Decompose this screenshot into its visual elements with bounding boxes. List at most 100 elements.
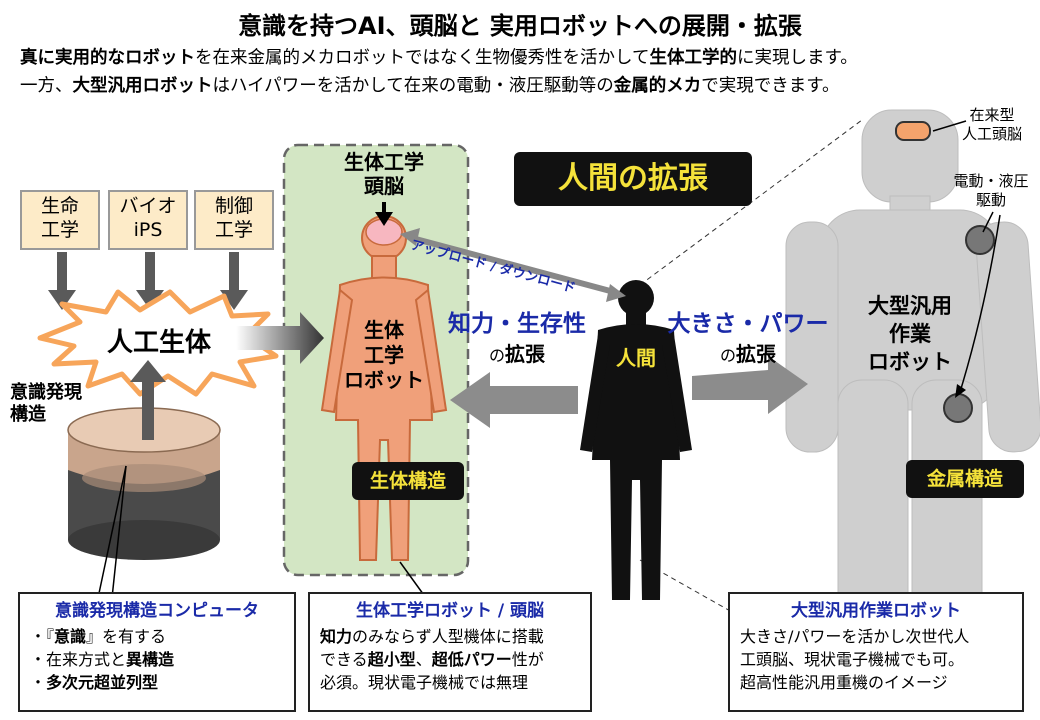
pointer-line	[97, 465, 127, 599]
label-line: 大きさ・パワー	[667, 311, 829, 337]
source-box-control-eng: 制御 工学	[194, 190, 274, 250]
drive-pointer-line	[959, 214, 1001, 393]
arrowhead-icon	[375, 212, 393, 226]
source-line: 工学	[214, 219, 253, 241]
intro-seg: 金属的メカ	[613, 76, 702, 96]
label-line: 生体工学	[344, 150, 424, 174]
info-box-title: 意識発現構造コンピュータ	[55, 601, 259, 621]
info-line: 必須。現状電子機械では無理	[320, 671, 580, 694]
info-line: 大きさ/パワーを活かし次世代人	[740, 627, 970, 646]
page-title: 意識を持つAI、頭脳と 実用ロボットへの展開・拡張	[238, 12, 802, 40]
seg: のみならず人型機体に搭載	[352, 627, 544, 646]
item-text: 』を有する	[86, 627, 167, 646]
label-line: ロボット	[868, 350, 952, 374]
info-item: ・在来方式と異構造	[30, 648, 284, 671]
intellect-extension-label: 知力・生存性 の拡張	[432, 304, 602, 367]
seg: 性が	[511, 650, 544, 669]
intro-seg: はハイパワーを活かして在来の電動・液圧駆動等の	[212, 76, 614, 96]
label-line: 意識発現	[10, 382, 82, 403]
source-line: バイオ	[119, 195, 177, 217]
info-box-bio-robot: 生体工学ロボット / 頭脳 知力のみならず人型機体に搭載 できる超小型、超低パワ…	[308, 592, 592, 712]
label-line: 生体	[364, 318, 404, 342]
drive-pointer-line	[982, 211, 994, 233]
label-line: 駆動	[975, 191, 1006, 209]
label-line: 工学	[364, 343, 404, 367]
info-box-consciousness-computer: 意識発現構造コンピュータ ・『意識』を有する ・在来方式と異構造 ・多次元超並列…	[18, 592, 296, 712]
large-robot-label: 大型汎用 作業 ロボット	[840, 292, 980, 376]
item-text: ・『	[30, 627, 55, 646]
source-line: 工学	[40, 219, 79, 241]
info-item: ・多次元超並列型	[30, 671, 284, 694]
info-line: できる超小型、超低パワー性が	[320, 648, 580, 671]
intro-seg: 生体工学的	[649, 48, 737, 68]
seg: 超低パワー	[431, 650, 512, 669]
label-line: 在来型	[969, 106, 1015, 124]
cylinder-up-arrow	[142, 376, 154, 440]
left-extension-arrow	[450, 372, 578, 428]
seg: 超小型	[367, 650, 416, 669]
info-line: 工頭脳、現状電子機械でも可。	[740, 650, 965, 669]
conventional-brain-icon	[895, 121, 931, 141]
source-arrows	[48, 252, 248, 310]
bio-robot-label: 生体 工学 ロボット	[340, 318, 428, 393]
label-line: 人工頭脳	[962, 125, 1023, 143]
intro-line-2: 一方、大型汎用ロボットはハイパワーを活かして在来の電動・液圧駆動等の金属的メカで…	[20, 72, 840, 97]
seg: 必須。現状電子機械では無理	[320, 673, 529, 692]
source-line: 制御	[214, 195, 253, 217]
intro-seg: を在来金属的メカロボットではなく生物優秀性を活かして	[195, 48, 650, 68]
label-line: ロボット	[344, 368, 424, 392]
info-box-large-robot: 大型汎用作業ロボット 大きさ/パワーを活かし次世代人 工頭脳、現状電子機械でも可…	[728, 592, 1024, 712]
human-extension-banner: 人間の拡張	[514, 152, 752, 206]
source-box-life-eng: 生命 工学	[20, 190, 100, 250]
source-box-bio-ips: バイオ iPS	[108, 190, 188, 250]
arrowhead-icon	[955, 384, 966, 398]
info-item: ・『意識』を有する	[30, 625, 284, 648]
intro-seg: に実現します。	[736, 48, 858, 68]
pointer-line	[111, 465, 127, 599]
intro-seg: 真に実用的なロボット	[20, 48, 195, 68]
seg: できる	[320, 650, 368, 669]
human-label: 人間	[616, 346, 656, 370]
arrowhead-icon	[130, 360, 166, 382]
right-extension-arrow	[692, 356, 808, 414]
brain-pointer-line	[932, 120, 967, 132]
label-line: 拡張	[505, 342, 545, 366]
drive-joint-icon	[965, 225, 995, 255]
upload-download-arrow	[400, 228, 626, 302]
intro-seg: 大型汎用ロボット	[72, 76, 213, 96]
info-line: 知力のみならず人型機体に搭載	[320, 625, 580, 648]
source-line: 生命	[40, 195, 79, 217]
drive-label: 電動・液圧 駆動	[946, 172, 1036, 210]
drive-joint-icon	[943, 393, 973, 423]
seg: 、	[415, 650, 432, 669]
info-box-title: 大型汎用作業ロボット	[791, 601, 961, 621]
consciousness-structure-label: 意識発現 構造	[10, 382, 82, 426]
label-line: 構造	[10, 404, 46, 425]
label-particle: の	[719, 346, 736, 365]
info-line: 超高性能汎用重機のイメージ	[740, 673, 948, 692]
label-line: 作業	[889, 322, 931, 346]
size-extension-label: 大きさ・パワー の拡張	[660, 304, 836, 367]
info-box-title: 生体工学ロボット / 頭脳	[355, 601, 545, 621]
item-text: ・	[30, 673, 47, 692]
label-line: 頭脳	[364, 174, 404, 198]
conventional-brain-label: 在来型 人工頭脳	[962, 106, 1022, 144]
consciousness-cylinder	[67, 407, 221, 560]
label-line: 知力・生存性	[448, 311, 586, 337]
artificial-body-burst	[37, 289, 279, 397]
item-text: ・在来方式と	[30, 650, 127, 669]
burst-to-bio-arrow	[236, 312, 324, 364]
bio-brain-label: 生体工学 頭脳	[310, 150, 458, 198]
label-line: 大型汎用	[868, 294, 952, 318]
human-figure	[580, 280, 692, 600]
item-text: 多次元超並列型	[46, 673, 159, 692]
bio-structure-tag: 生体構造	[352, 462, 464, 500]
intro-seg: で実現できます。	[701, 76, 840, 96]
item-text: 意識	[54, 627, 87, 646]
source-line: iPS	[133, 219, 163, 241]
seg: 知力	[320, 627, 353, 646]
label-line: 拡張	[736, 342, 776, 366]
metal-structure-tag: 金属構造	[906, 460, 1024, 498]
label-particle: の	[488, 346, 505, 365]
